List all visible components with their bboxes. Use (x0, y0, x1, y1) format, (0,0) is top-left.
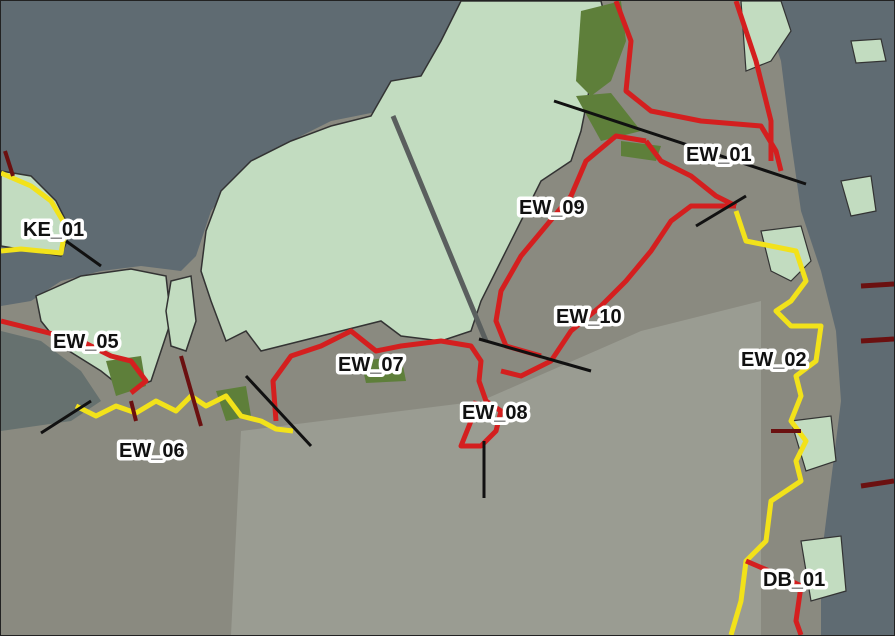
transect-4 (860, 281, 894, 289)
label-ew-10: EW_10 (556, 306, 622, 328)
red-line-ew-05 (1, 318, 149, 395)
divider-ew-05 (40, 399, 92, 435)
yellow-line-ew-02 (728, 210, 824, 635)
yellow-line-ke-01 (1, 170, 69, 256)
label-ew-01: EW_01 (686, 144, 752, 166)
divider-ke-01 (65, 239, 102, 268)
reed-area-e5 (850, 38, 887, 64)
divider-ew-10 (478, 337, 592, 373)
label-ke-01: KE_01 (23, 219, 84, 241)
divider-ew-07 (244, 374, 313, 448)
label-ew-07: EW_07 (338, 354, 404, 376)
red-line-db-01 (745, 558, 804, 635)
label-ew-05: EW_05 (53, 331, 119, 353)
causeway (390, 115, 489, 342)
divider-ew-02 (695, 194, 747, 228)
reed-area-small (165, 275, 197, 352)
settlement-area (231, 301, 761, 635)
reed-dense-1 (576, 1, 626, 96)
reed-dense-2 (576, 93, 641, 141)
transect-6 (860, 478, 894, 489)
label-ew-08: EW_08 (462, 402, 528, 424)
red-line-ew-10 (500, 203, 736, 379)
reed-area-e4 (800, 535, 847, 602)
label-ew-02: EW_02 (741, 349, 807, 371)
reed-area-central (200, 1, 612, 352)
label-db-01: DB_01 (763, 569, 825, 591)
reed-area-e2 (840, 175, 877, 217)
transect-5 (860, 336, 894, 344)
red-line-ew-09-east (644, 139, 738, 209)
river-water (761, 1, 894, 635)
transect-3 (3, 150, 15, 177)
divider-ew-01 (553, 99, 807, 186)
transect-1 (179, 355, 203, 427)
transect-2 (129, 400, 138, 422)
red-line-ew-09 (493, 133, 647, 359)
red-line-ew-01-east (733, 1, 774, 161)
red-line-ew-07 (270, 328, 504, 449)
label-ew-09: EW_09 (519, 197, 585, 219)
reed-area-ke (1, 170, 72, 257)
reed-dense-5 (361, 356, 406, 383)
label-ew-06: EW_06 (119, 440, 185, 462)
